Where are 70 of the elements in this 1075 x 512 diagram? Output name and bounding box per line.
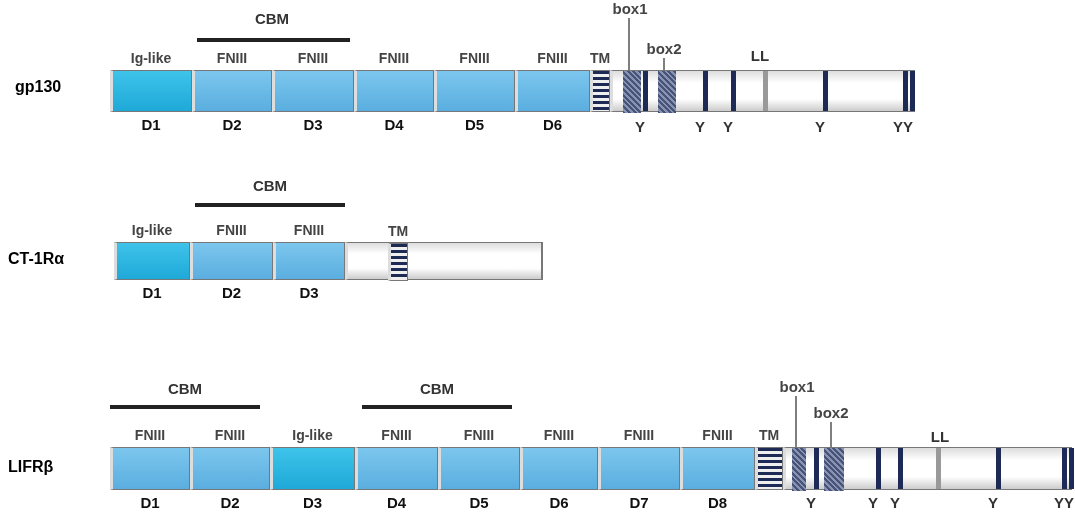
domain-label: FNIII: [536, 49, 569, 68]
domain-number: D4: [385, 494, 408, 512]
box-motif-region: [658, 71, 676, 113]
region-label: Y: [868, 494, 878, 512]
domain-label: FNIII: [542, 426, 576, 445]
receptor-name: gp130: [15, 78, 62, 96]
region-label: CBM: [254, 10, 290, 28]
domain-label: TM: [590, 49, 610, 68]
region-label: Y: [890, 494, 900, 512]
region-label: CBM: [419, 380, 455, 398]
cytoplasmic-tail-bar: [610, 70, 915, 112]
region-label: CBM: [167, 380, 203, 398]
region-label: Y: [723, 118, 733, 136]
leader-line: [663, 57, 665, 71]
motif-label: box2: [806, 404, 856, 422]
domain-label: FNIII: [377, 49, 411, 68]
domain-label: FNIII: [462, 426, 496, 445]
domain-number: D2: [220, 284, 243, 302]
domain-label: FNIII: [458, 49, 491, 68]
domain-number: D6: [548, 494, 570, 512]
domain-number: D1: [140, 116, 162, 134]
motif-label: box1: [608, 0, 652, 18]
domain-number: D5: [463, 116, 486, 134]
domain-label: FNIII: [622, 426, 656, 445]
domain-label: TM: [757, 426, 781, 445]
region-label: LL: [930, 428, 950, 446]
region-label: YY: [1054, 494, 1074, 512]
domain-number: D8: [706, 494, 729, 512]
domain-label: TM: [388, 222, 408, 241]
region-label: Y: [806, 494, 816, 512]
region-label: YY: [893, 118, 913, 136]
domain-number: D1: [139, 494, 161, 512]
receptor-name: LIFRβ: [8, 458, 54, 476]
leader-line: [795, 395, 797, 448]
domain-number: D2: [219, 494, 241, 512]
domain-label: Ig-like: [291, 426, 334, 445]
domain-number: D6: [541, 116, 564, 134]
domain-number: D5: [468, 494, 490, 512]
box-motif-region: [792, 448, 806, 491]
domain-label: FNIII: [213, 426, 247, 445]
domain-number: D2: [221, 116, 243, 134]
domain-number: D3: [302, 116, 324, 134]
domain-label: FNIII: [701, 426, 734, 445]
domain-label: Ig-like: [130, 221, 174, 240]
domain-label: FNIII: [215, 49, 249, 68]
domain-number: D1: [141, 284, 163, 302]
region-label: CBM: [252, 177, 288, 195]
leader-line: [830, 421, 832, 448]
domain-label: FNIII: [133, 426, 167, 445]
region-label: Y: [988, 494, 998, 512]
box-motif-region: [623, 71, 641, 113]
motif-label: box1: [775, 378, 819, 396]
domain-label: FNIII: [380, 426, 413, 445]
domain-number: D4: [383, 116, 405, 134]
cytoplasmic-tail-bar: [783, 447, 1072, 490]
domain-label: FNIII: [215, 221, 248, 240]
region-label: Y: [695, 118, 705, 136]
domain-number: D3: [298, 284, 320, 302]
domain-label: Ig-like: [129, 49, 173, 68]
domain-number: D7: [628, 494, 650, 512]
region-label: LL: [750, 47, 770, 65]
domain-number: D3: [301, 494, 324, 512]
receptor-name: CT-1Rα: [8, 250, 65, 268]
region-label: Y: [635, 118, 645, 136]
domain-label: FNIII: [292, 221, 326, 240]
motif-label: box2: [640, 40, 688, 58]
region-label: Y: [815, 118, 825, 136]
leader-line: [628, 17, 630, 71]
box-motif-region: [824, 448, 844, 491]
domain-label: FNIII: [296, 49, 330, 68]
